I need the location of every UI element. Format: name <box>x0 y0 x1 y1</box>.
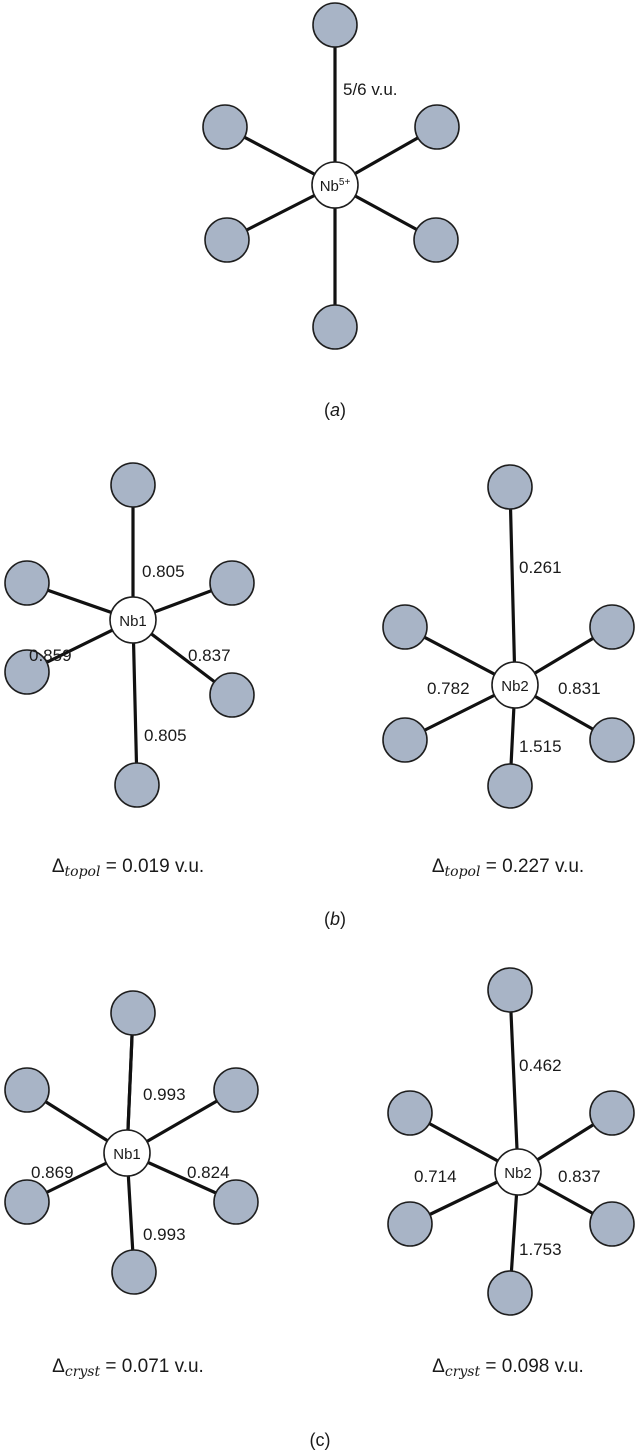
bond <box>508 485 517 687</box>
ligand-atom <box>589 1201 635 1247</box>
bond-label-top: 0.993 <box>143 1085 186 1104</box>
panel-caption: (c) <box>310 1430 331 1450</box>
deviation-label: Δcryst = 0.071 v.u. <box>52 1356 204 1380</box>
ligand-atom <box>202 104 248 150</box>
ligand-atom <box>4 1067 50 1113</box>
bond-label-bottom: 1.753 <box>519 1240 562 1259</box>
ligand-atom <box>312 304 358 350</box>
ligand-atom <box>487 1270 533 1316</box>
center-label: Nb1 <box>119 613 147 630</box>
bond-label-left: 0.782 <box>427 679 470 698</box>
ligand-atom <box>589 717 635 763</box>
ligand-atom <box>382 717 428 763</box>
center-atom <box>103 1129 151 1177</box>
deviation-label: Δtopol = 0.019 v.u. <box>52 856 204 880</box>
ligand-atom <box>589 1090 635 1136</box>
deviation-label: Δtopol = 0.227 v.u. <box>432 856 584 880</box>
ligand-atom <box>213 1067 259 1113</box>
deviation-label: Δcryst = 0.098 v.u. <box>432 1356 584 1380</box>
bond-label-left: 0.859 <box>29 646 72 665</box>
panel-b-nb1: Nb1 0.805 0.859 0.837 0.805 Δtopol = 0.0… <box>4 462 255 880</box>
ligand-atom <box>4 649 50 695</box>
center-atom <box>494 1148 542 1196</box>
bond-label-top: 0.261 <box>519 558 562 577</box>
panel-b-nb2: Nb2 0.261 0.782 0.831 1.515 Δtopol = 0.2… <box>382 464 635 880</box>
bond-label-top: 0.805 <box>142 562 185 581</box>
ligand-atom <box>209 560 255 606</box>
bond-label-right: 0.837 <box>558 1167 601 1186</box>
center-label: Nb2 <box>501 678 529 695</box>
ligand-atom <box>487 763 533 809</box>
bond-label-right: 0.831 <box>558 679 601 698</box>
ligand-atom <box>4 560 50 606</box>
ligand-atom <box>387 1090 433 1136</box>
panel-c-nb1: Nb1 0.993 0.869 0.824 0.993 Δcryst = 0.0… <box>4 990 259 1380</box>
panel-a: Nb5+ 5/6 v.u. (a) <box>202 2 460 420</box>
ligand-atom <box>387 1201 433 1247</box>
ligand-atom <box>589 604 635 650</box>
ligand-atom <box>111 1249 157 1295</box>
ligand-atom <box>213 1179 259 1225</box>
ligand-atom <box>110 990 156 1036</box>
ligand-atom <box>4 1179 50 1225</box>
ligand-atom <box>414 104 460 150</box>
bond <box>131 618 139 787</box>
bond-label-right: 0.837 <box>188 646 231 665</box>
ligand-atom <box>312 2 358 48</box>
bond-label: 5/6 v.u. <box>343 80 398 99</box>
center-atom <box>311 161 359 209</box>
center-atom <box>109 596 157 644</box>
panel-caption: (b) <box>324 909 346 929</box>
ligand-atom <box>209 672 255 718</box>
panel-caption: (a) <box>324 400 346 420</box>
bond-label-top: 0.462 <box>519 1056 562 1075</box>
center-label: Nb1 <box>113 1146 141 1163</box>
center-atom <box>491 661 539 709</box>
panel-c-nb2: Nb2 0.462 0.714 0.837 1.753 Δcryst = 0.0… <box>387 967 635 1380</box>
bond-label-left: 0.869 <box>31 1163 74 1182</box>
center-label: Nb5+ <box>320 177 351 195</box>
center-label: Nb2 <box>504 1165 532 1182</box>
ligand-atom <box>114 762 160 808</box>
ligand-atom <box>487 464 533 510</box>
bond-label-right: 0.824 <box>187 1163 230 1182</box>
ligand-atom <box>110 462 156 508</box>
bond-label-bottom: 1.515 <box>519 737 562 756</box>
bond-label-bottom: 0.805 <box>144 726 187 745</box>
ligand-atom <box>382 604 428 650</box>
bond-label-bottom: 0.993 <box>143 1225 186 1244</box>
ligand-atom <box>204 217 250 263</box>
bond <box>508 988 520 1174</box>
bond-label-left: 0.714 <box>414 1167 457 1186</box>
ligand-atom <box>413 217 459 263</box>
ligand-atom <box>487 967 533 1013</box>
